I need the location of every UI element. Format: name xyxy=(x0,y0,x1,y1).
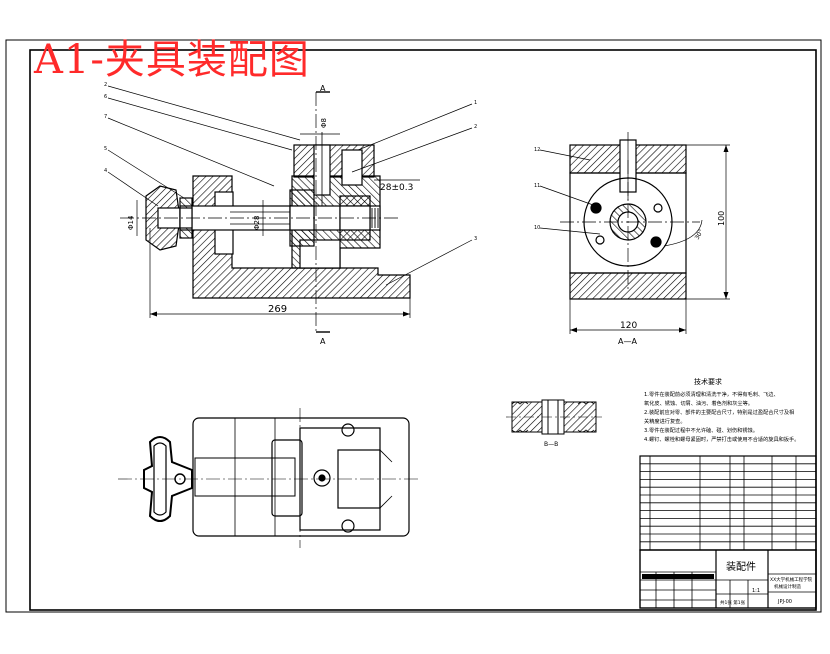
outer-border xyxy=(5,39,822,613)
section-mark-bottom: A xyxy=(320,337,326,346)
side-hole xyxy=(590,202,602,214)
tech-heading: 技术要求 xyxy=(694,377,722,386)
dim-slot: 28±0.3 xyxy=(380,183,413,193)
top-screw xyxy=(341,519,355,533)
top-hub xyxy=(271,439,303,517)
tech-requirements: 技术要求 1.零件在装配前必须清理和清洗干净，不得有毛刺、飞边、 氧化皮、锈蚀、… xyxy=(644,377,799,443)
side-hole xyxy=(653,203,663,213)
page-title: A1-夹具装配图 xyxy=(34,37,310,83)
drawing-code: JPJ-00 xyxy=(777,599,792,605)
part-numbers-right: 1 2 3 xyxy=(474,100,477,242)
top-shaft xyxy=(194,457,296,497)
tech-line: 2.装配前应对零、部件的主要配合尺寸，特别是过盈配合尺寸及相 xyxy=(644,408,794,416)
section-mark-top: A xyxy=(320,84,326,93)
part-number: 11 xyxy=(534,183,540,189)
top-screw xyxy=(313,469,331,487)
column-cavity xyxy=(299,239,341,269)
title-block xyxy=(639,549,817,609)
side-dim-angle: 30° xyxy=(694,228,705,241)
part-number: 4 xyxy=(104,168,107,174)
front-view xyxy=(107,85,473,333)
section-bb xyxy=(506,399,602,435)
tech-line: 1.零件在装配前必须清理和清洗干净，不得有毛刺、飞边、 xyxy=(644,390,779,398)
side-hole xyxy=(595,235,605,245)
side-caption: A—A xyxy=(618,337,637,346)
dim-knob: Φ14 xyxy=(127,215,135,230)
part-number: 6 xyxy=(104,94,107,100)
part-number: 10 xyxy=(534,225,540,231)
tech-line: 关精度进行复查。 xyxy=(644,417,686,425)
part-number: 3 xyxy=(474,236,477,242)
dim-phi-top: Φ8 xyxy=(320,118,328,128)
tech-line: 氧化皮、锈蚀、切屑、油污、着色剂和灰尘等。 xyxy=(644,399,753,407)
side-dim-height: 100 xyxy=(717,211,726,226)
top-base-plate xyxy=(192,417,410,537)
clamp-pin xyxy=(341,149,363,186)
part-number: 2 xyxy=(474,124,477,130)
section-bb-caption: B—B xyxy=(544,441,558,448)
part-numbers-left: 2 6 7 5 4 xyxy=(104,82,107,174)
top-view xyxy=(118,408,420,548)
sheet-count: 共1张 第1张 xyxy=(720,599,746,606)
top-screw xyxy=(341,423,355,437)
tech-line: 4.螺钉、螺栓和螺母紧固时，严禁打击或使用不合适的旋具和扳手。 xyxy=(644,435,799,443)
dim-shaft: Φ28 xyxy=(253,216,261,230)
inner-border xyxy=(29,49,817,611)
scale-value: 1:1 xyxy=(752,588,760,594)
side-dim-width: 120 xyxy=(620,321,637,331)
part-number: 1 xyxy=(474,100,477,106)
parts-list xyxy=(639,455,817,551)
part-number: 7 xyxy=(104,114,107,120)
school-line1: XX大学机械工程学院 xyxy=(770,576,813,583)
part-number: 2 xyxy=(104,82,107,88)
side-view xyxy=(539,132,730,334)
part-number: 5 xyxy=(104,146,107,152)
drawing-name: 装配件 xyxy=(726,560,756,573)
tech-line: 3.零件在装配过程中不允许磕、碰、划伤和锈蚀。 xyxy=(644,426,758,434)
part-number: 12 xyxy=(534,147,540,153)
side-part-numbers: 12 11 10 xyxy=(534,147,540,231)
side-hole xyxy=(650,236,662,248)
dim-overall: 269 xyxy=(268,304,287,315)
school-line2: 机械设计制造 xyxy=(774,583,801,590)
